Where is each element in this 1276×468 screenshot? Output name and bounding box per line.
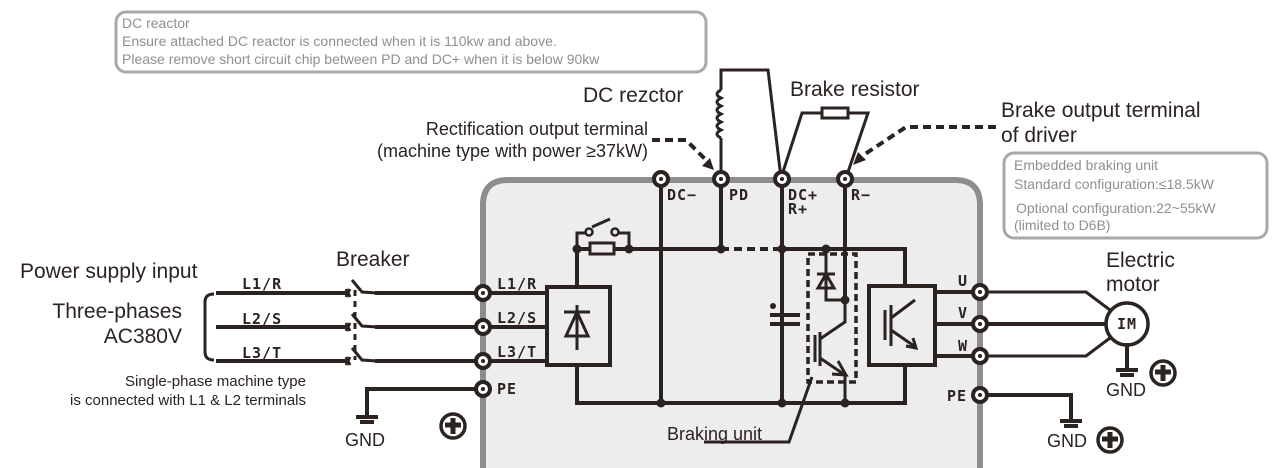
top-terminals: DC− PD DC+ R+ R− xyxy=(652,170,871,218)
single-phase-note-2: is connected with L1 & L2 terminals xyxy=(70,392,306,409)
dc-reactor-note-title: DC reactor xyxy=(122,15,190,31)
ground-icon xyxy=(1060,419,1082,428)
inverter-block xyxy=(867,284,937,367)
terminal-l1[interactable] xyxy=(474,284,492,302)
terminal-v[interactable] xyxy=(971,315,989,333)
protective-earth-icon xyxy=(1149,359,1177,387)
terminal-l3[interactable] xyxy=(474,352,492,370)
induction-motor-icon: IM xyxy=(1104,301,1150,347)
gnd-label-output: GND xyxy=(1047,431,1087,451)
brake-output-label-1: Brake output terminal xyxy=(1001,99,1201,122)
breaker-switch-icon xyxy=(344,279,378,366)
protective-earth-icon xyxy=(439,412,467,440)
terminal-l2[interactable] xyxy=(474,318,492,336)
ground-icon xyxy=(356,415,378,424)
braking-unit-note: Embedded braking unit Standard configura… xyxy=(1002,151,1269,240)
terminal-label-w: W xyxy=(958,337,968,355)
braking-unit-block xyxy=(806,252,858,384)
braking-note-line4: (limited to D6B) xyxy=(1014,217,1110,233)
terminal-pe-output[interactable] xyxy=(971,386,989,404)
dc-reactor-label: DC rezctor xyxy=(583,84,683,107)
ground-icon xyxy=(1116,368,1138,377)
brake-resistor-label: Brake resistor xyxy=(790,78,920,101)
resistor-icon xyxy=(820,106,850,120)
rectification-pointer xyxy=(652,138,714,170)
output-side: U V W PE IM Electric motor GND GND xyxy=(947,249,1177,454)
gnd-label-motor: GND xyxy=(1106,380,1146,400)
supply-label-l1: L1/R xyxy=(242,275,282,293)
terminal-u[interactable] xyxy=(971,283,989,301)
terminal-label-l3: L3/T xyxy=(497,343,537,361)
three-phases-label: Three-phases xyxy=(52,300,182,323)
brake-output-label-2: of driver xyxy=(1001,124,1077,147)
voltage-label: AC380V xyxy=(104,325,182,348)
precharge-resistor-icon xyxy=(588,241,616,256)
terminal-label-pe-output: PE xyxy=(947,387,967,405)
input-side: Power supply input Three-phases AC380V S… xyxy=(20,248,549,450)
brake-igbt-icon xyxy=(813,300,849,403)
brake-output-pointer xyxy=(853,125,996,165)
braking-note-line1: Embedded braking unit xyxy=(1014,157,1158,173)
terminal-pd[interactable] xyxy=(712,170,730,188)
brake-resistor xyxy=(779,106,871,179)
diode-icon xyxy=(563,305,591,350)
rectification-label-1: Rectification output terminal xyxy=(426,119,648,139)
terminal-r-minus[interactable] xyxy=(836,170,854,188)
terminal-label-u: U xyxy=(958,272,968,290)
terminal-label-v: V xyxy=(958,304,968,322)
capacitor-icon xyxy=(770,303,800,326)
inverter-igbt-icon xyxy=(883,298,919,350)
braking-note-line3: Optional configuration:22~55kW xyxy=(1016,200,1216,216)
braking-note-line2: Standard configuration:≤18.5kW xyxy=(1014,176,1215,192)
terminal-label-pe-input: PE xyxy=(497,380,517,398)
protective-earth-icon xyxy=(1096,426,1124,454)
phase-bracket xyxy=(203,292,215,362)
breaker-label: Breaker xyxy=(336,248,410,271)
terminal-dc-minus[interactable] xyxy=(652,170,670,188)
rectification-label-2: (machine type with power ≥37kW) xyxy=(377,141,648,161)
terminal-label-dc-minus: DC− xyxy=(667,186,697,204)
dc-reactor-note-line1: Ensure attached DC reactor is connected … xyxy=(122,33,557,49)
terminal-label-l1: L1/R xyxy=(497,275,537,293)
dc-reactor xyxy=(715,68,783,179)
terminal-label-dc-plus: DC+ xyxy=(788,186,818,204)
inductor-icon xyxy=(715,88,725,140)
braking-unit-label: Braking unit xyxy=(667,424,762,444)
electric-motor-label-1: Electric xyxy=(1106,249,1175,272)
gnd-label-input: GND xyxy=(345,430,385,450)
single-phase-note-1: Single-phase machine type xyxy=(125,373,306,390)
power-supply-input-label: Power supply input xyxy=(20,260,198,283)
terminal-pe-input[interactable] xyxy=(474,380,492,398)
electric-motor-label-2: motor xyxy=(1106,273,1160,296)
terminal-w[interactable] xyxy=(971,347,989,365)
precharge-contactor-icon xyxy=(591,217,611,229)
terminal-label-l2: L2/S xyxy=(497,309,537,327)
dc-reactor-note: DC reactor Ensure attached DC reactor is… xyxy=(114,10,708,74)
terminal-label-r-minus: R− xyxy=(851,186,871,204)
terminal-label-r-plus: R+ xyxy=(788,200,808,218)
brake-diode-icon xyxy=(815,249,845,302)
dc-reactor-note-line2: Please remove short circuit chip between… xyxy=(122,51,600,67)
supply-label-l2: L2/S xyxy=(242,310,282,328)
terminal-label-pd: PD xyxy=(729,186,749,204)
motor-symbol: IM xyxy=(1117,315,1137,333)
supply-label-l3: L3/T xyxy=(242,344,282,362)
terminal-dc-plus[interactable] xyxy=(773,170,791,188)
